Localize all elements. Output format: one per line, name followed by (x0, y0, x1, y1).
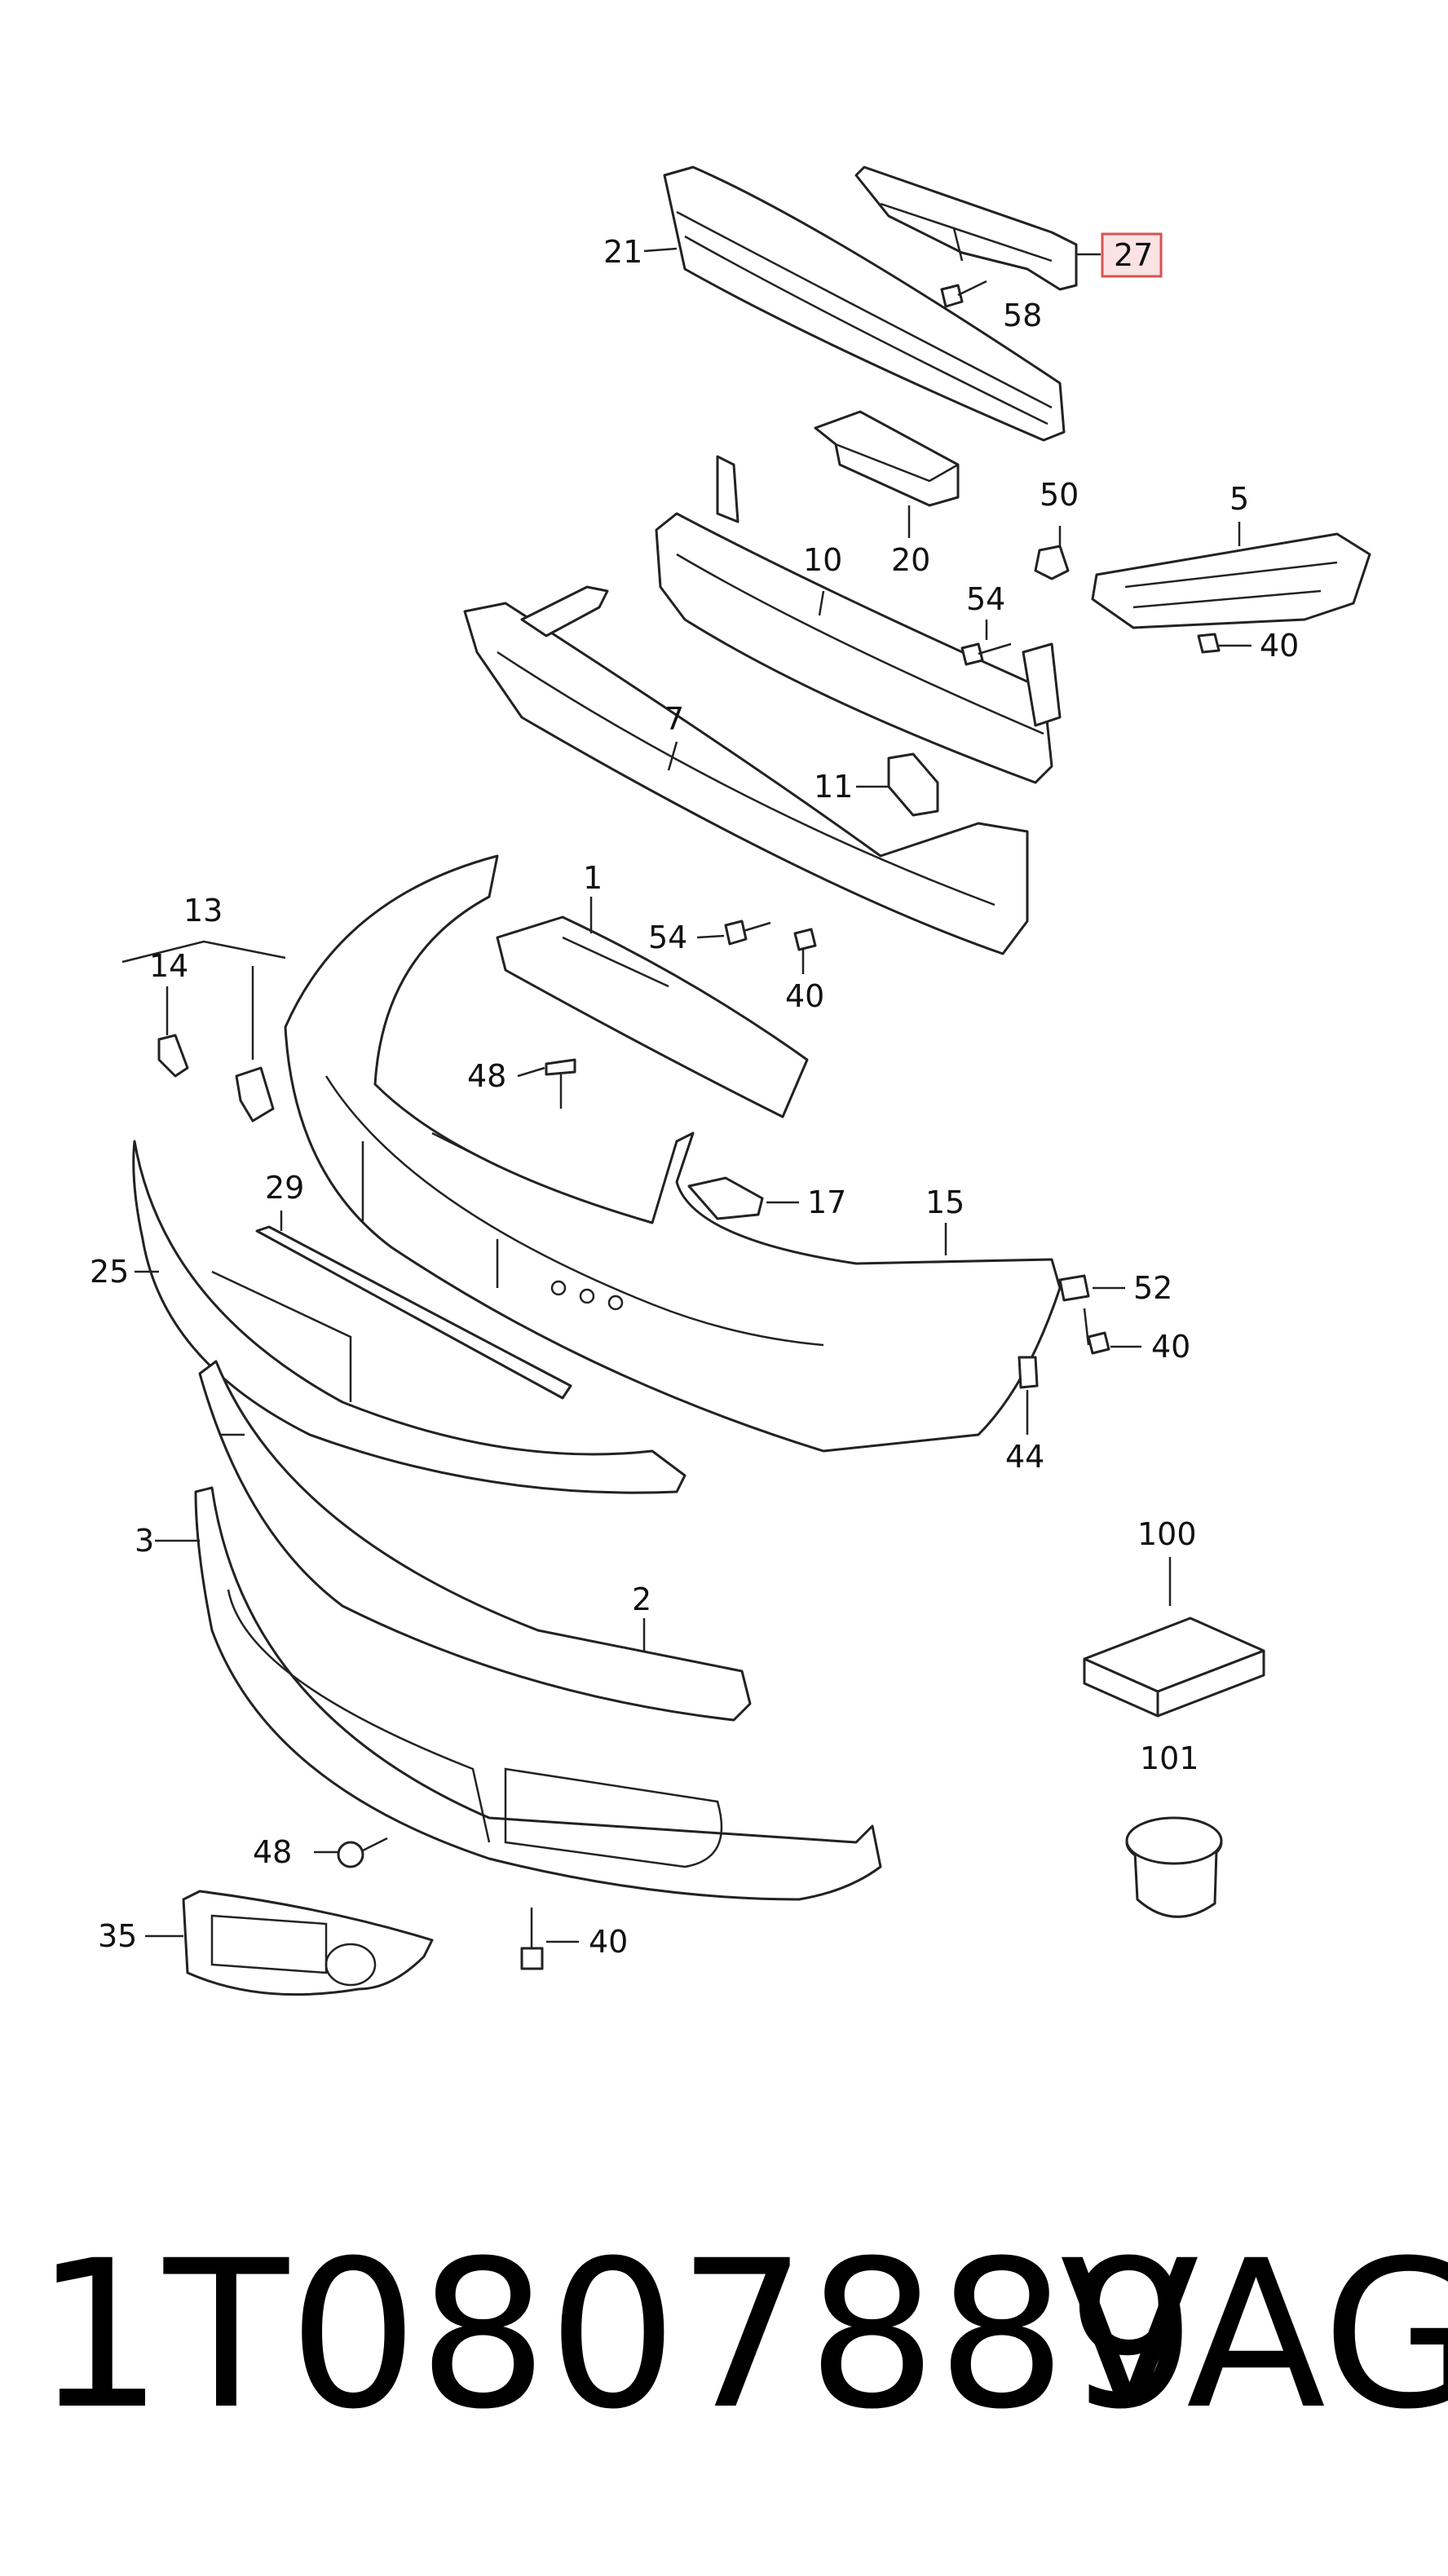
part-35-fog-grille (182, 1890, 434, 1996)
callout-27: 27 (1114, 237, 1153, 273)
callout-15: 15 (925, 1184, 965, 1220)
callout-48-lower: 48 (253, 1834, 292, 1870)
callout-7: 7 (664, 701, 684, 737)
callout-101: 101 (1140, 1740, 1199, 1776)
callout-2: 2 (632, 1581, 651, 1617)
callout-20: 20 (891, 542, 930, 578)
part-100-pad (1083, 1617, 1265, 1718)
callout-14: 14 (149, 948, 188, 984)
part-1-grille (496, 915, 809, 1118)
clip-50 (1034, 545, 1070, 580)
callout-48-upper: 48 (467, 1058, 506, 1094)
callout-35: 35 (98, 1918, 137, 1954)
callout-labels: 21 27 58 20 10 50 5 54 40 7 11 1 54 40 1… (90, 232, 1299, 1960)
part-13-clip-set (121, 940, 286, 1123)
callout-13: 13 (183, 893, 223, 929)
leader-lines (135, 247, 1252, 1943)
part-14-clip (157, 1034, 189, 1078)
callout-3: 3 (135, 1523, 154, 1559)
brand-caption: VAG (1060, 2217, 1448, 2454)
callout-21: 21 (603, 234, 642, 270)
clip-44 (1018, 1356, 1039, 1389)
rivet-48-lower (337, 1837, 388, 1868)
callout-25: 25 (90, 1254, 129, 1290)
callout-10: 10 (803, 542, 842, 578)
callout-40-side: 40 (1151, 1329, 1190, 1365)
part-101-cap (1125, 1816, 1223, 1918)
clip-11 (887, 752, 939, 817)
part-10-impact-bar (655, 455, 1062, 784)
callout-5: 5 (1229, 481, 1249, 517)
bolt-54-upper (960, 642, 1012, 666)
callout-40-middle: 40 (785, 978, 824, 1014)
rivet-48-upper (545, 1058, 576, 1109)
callout-54-lower: 54 (648, 920, 687, 955)
screw-40-right (1197, 633, 1221, 654)
callout-52: 52 (1133, 1270, 1172, 1306)
part-number-caption: 1T0807889 (34, 2217, 1197, 2454)
part-3-lower-panel (194, 1486, 882, 1901)
part-17-cap (687, 1176, 764, 1220)
screw-58 (940, 280, 987, 308)
part-27-bracket (854, 165, 1078, 291)
screw-40-middle (793, 928, 817, 951)
callout-11: 11 (814, 769, 853, 805)
screw-40-side (1083, 1308, 1110, 1355)
part-20-insert (814, 410, 960, 507)
callout-40-lower: 40 (589, 1924, 628, 1960)
callout-54-upper: 54 (966, 581, 1005, 617)
part-7-carrier (463, 585, 1029, 955)
part-2-trim-strip (198, 1360, 752, 1722)
part-15-bumper-cover (284, 854, 1062, 1453)
part-29-strip (255, 1225, 572, 1400)
clip-52 (1058, 1274, 1090, 1302)
callout-44: 44 (1005, 1439, 1044, 1475)
callout-1: 1 (583, 860, 603, 896)
callout-29: 29 (265, 1170, 304, 1206)
callout-17: 17 (807, 1184, 846, 1220)
highlight-box-27 (1101, 232, 1163, 278)
part-21-upper-carrier (663, 165, 1066, 442)
callout-40-right: 40 (1260, 628, 1299, 664)
callout-58: 58 (1003, 298, 1042, 333)
callout-100: 100 (1137, 1516, 1197, 1552)
screw-40-lower (520, 1908, 544, 1970)
callout-50: 50 (1040, 477, 1079, 513)
part-5-guide-bracket (1091, 532, 1371, 629)
bolt-54-lower (724, 920, 771, 946)
